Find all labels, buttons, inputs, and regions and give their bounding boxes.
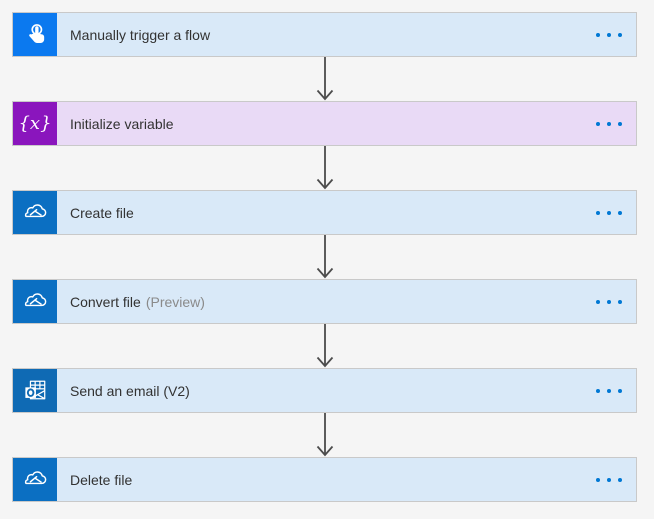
step-menu-button[interactable] bbox=[582, 102, 636, 145]
step-title: Create file bbox=[70, 204, 134, 221]
manual-trigger-icon bbox=[13, 13, 57, 56]
flow-designer-canvas: Manually trigger a flow {x} Initialize v… bbox=[12, 12, 637, 502]
flow-step-initialize-variable[interactable]: {x} Initialize variable bbox=[12, 101, 637, 146]
step-title: Manually trigger a flow bbox=[70, 26, 211, 43]
onedrive-icon bbox=[13, 458, 57, 501]
step-menu-button[interactable] bbox=[582, 369, 636, 412]
flow-step-manually-trigger[interactable]: Manually trigger a flow bbox=[12, 12, 637, 57]
onedrive-icon bbox=[13, 280, 57, 323]
ellipsis-icon bbox=[596, 388, 600, 393]
step-menu-button[interactable] bbox=[582, 280, 636, 323]
flow-step-send-email[interactable]: Send an email (V2) bbox=[12, 368, 637, 413]
step-title: Delete file bbox=[70, 471, 133, 488]
step-title: Convert file(Preview) bbox=[70, 293, 205, 310]
ellipsis-icon bbox=[596, 210, 600, 215]
ellipsis-icon bbox=[596, 477, 600, 482]
step-menu-button[interactable] bbox=[582, 13, 636, 56]
connector-arrow bbox=[12, 413, 637, 457]
step-title: Initialize variable bbox=[70, 115, 174, 132]
ellipsis-icon bbox=[596, 121, 600, 126]
connector-arrow bbox=[12, 57, 637, 101]
flow-step-delete-file[interactable]: Delete file bbox=[12, 457, 637, 502]
onedrive-icon bbox=[13, 191, 57, 234]
ellipsis-icon bbox=[596, 32, 600, 37]
step-menu-button[interactable] bbox=[582, 458, 636, 501]
ellipsis-icon bbox=[596, 299, 600, 304]
title-suffix: (Preview) bbox=[145, 293, 205, 310]
connector-arrow bbox=[12, 146, 637, 190]
connector-arrow bbox=[12, 324, 637, 368]
connector-arrow bbox=[12, 235, 637, 279]
outlook-icon bbox=[13, 369, 57, 412]
step-title: Send an email (V2) bbox=[70, 382, 190, 399]
variable-icon: {x} bbox=[13, 102, 57, 145]
step-menu-button[interactable] bbox=[582, 191, 636, 234]
flow-step-convert-file[interactable]: Convert file(Preview) bbox=[12, 279, 637, 324]
flow-step-create-file[interactable]: Create file bbox=[12, 190, 637, 235]
